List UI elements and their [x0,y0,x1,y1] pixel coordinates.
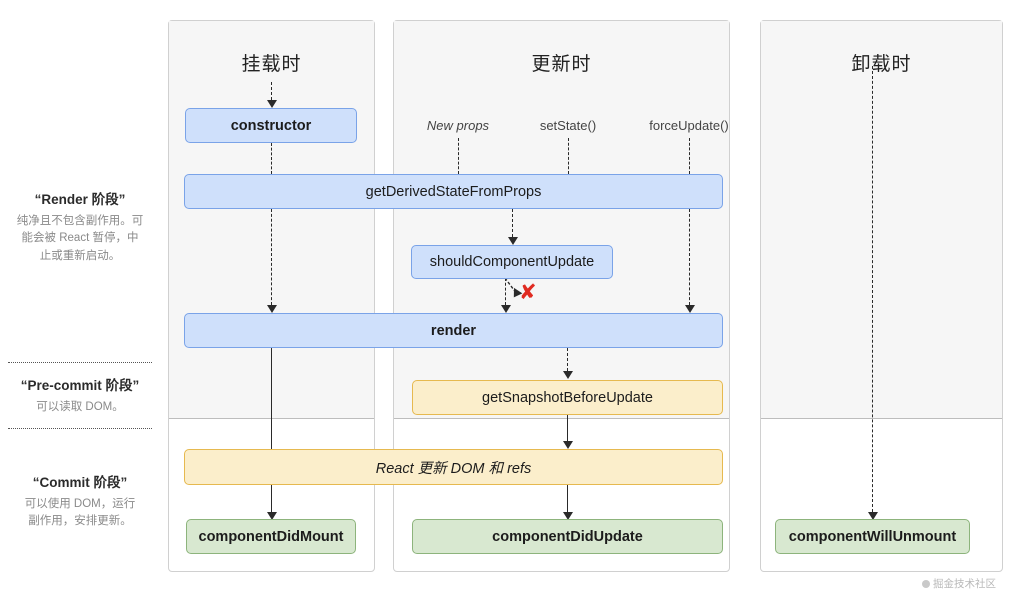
trigger-set-state: setState() [539,118,597,133]
watermark-logo-icon [922,579,930,588]
lifecycle-box-should-component-update[interactable]: shouldComponentUpdate [411,245,613,279]
phase-title-pre-commit: “Pre-commit 阶段” [20,378,140,393]
phase-title-render: “Render 阶段” [34,192,126,207]
phase-legend-pre-commit: “Pre-commit 阶段” 可以读取 DOM。 [0,374,160,416]
column-unmount: 卸载时 [760,20,1003,572]
column-unmount-render-band [761,21,1002,419]
trigger-force-update: forceUpdate() [649,118,729,133]
phase-divider-render-precommit [8,362,152,363]
column-update-render-band [394,21,729,419]
column-title-mount: 挂载时 [241,54,302,75]
phase-desc-pre-commit: 可以读取 DOM。 [36,401,124,413]
phase-legend-commit: “Commit 阶段” 可以使用 DOM，运行副作用，安排更新。 [0,471,160,531]
lifecycle-box-get-derived-state-from-props[interactable]: getDerivedStateFromProps [184,174,723,209]
lifecycle-box-component-did-mount[interactable]: componentDidMount [186,519,356,554]
branch-scu-skip [504,278,518,295]
phase-legend-render: “Render 阶段” 纯净且不包含副作用。可能会被 React 暂停，中止或重… [0,188,160,265]
phase-desc-render: 纯净且不包含副作用。可能会被 React 暂停，中止或重新启动。 [16,215,144,262]
lifecycle-box-render[interactable]: render [184,313,723,348]
lifecycle-box-component-did-update[interactable]: componentDidUpdate [412,519,723,554]
lifecycle-box-constructor[interactable]: constructor [185,108,357,143]
phase-divider-precommit-commit [8,428,152,429]
phase-desc-commit: 可以使用 DOM，运行副作用，安排更新。 [24,498,136,528]
phase-title-commit: “Commit 阶段” [32,475,128,490]
watermark-text: 掘金技术社区 [933,578,996,590]
column-update: 更新时 [393,20,730,572]
trigger-new-props: New props [426,118,490,133]
column-title-unmount: 卸载时 [851,54,912,75]
lifecycle-box-react-updates-dom-and-refs[interactable]: React 更新 DOM 和 refs [184,449,723,485]
lifecycle-box-component-will-unmount[interactable]: componentWillUnmount [775,519,970,554]
skip-render-x-icon: ✘ [519,280,537,304]
watermark: 掘金技术社区 [922,576,996,591]
lifecycle-box-get-snapshot-before-update[interactable]: getSnapshotBeforeUpdate [412,380,723,415]
column-title-update: 更新时 [531,54,592,75]
